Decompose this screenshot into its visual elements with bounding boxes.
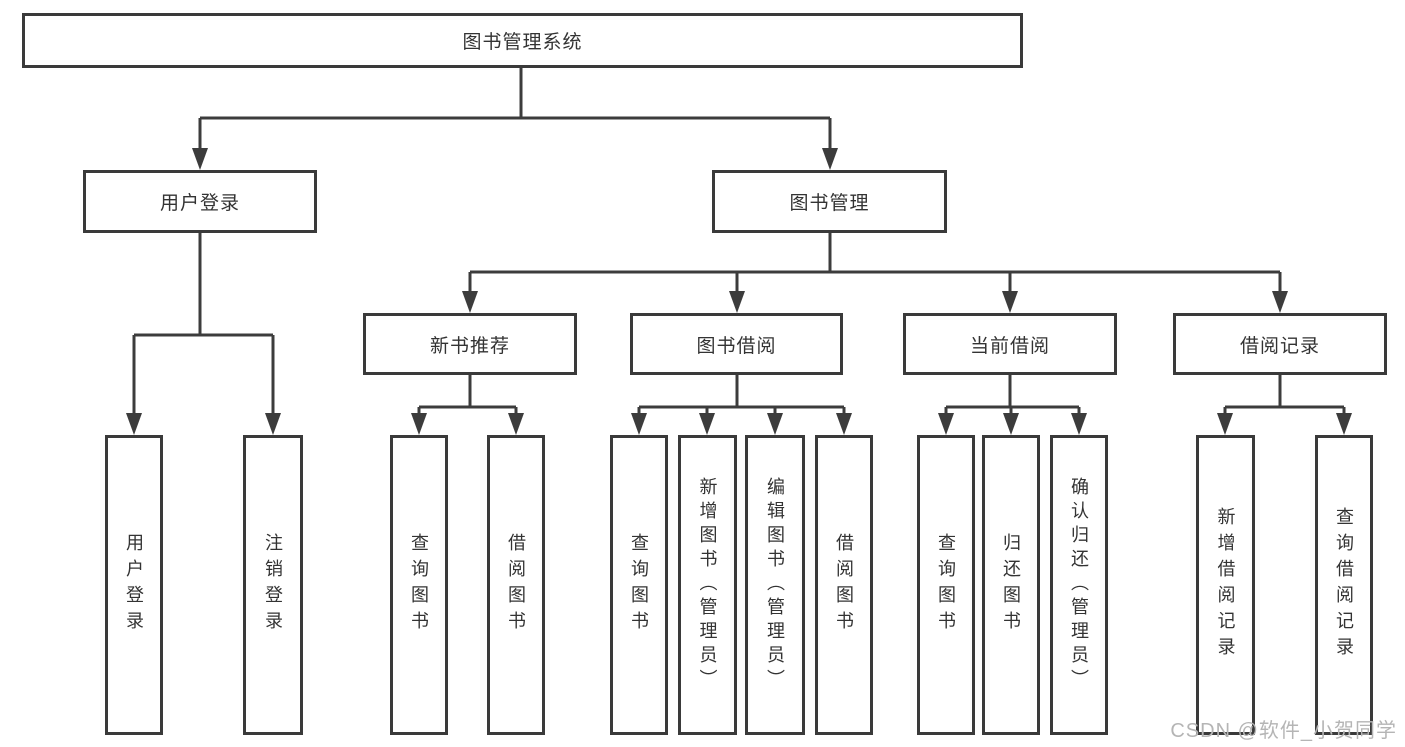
leaf-nbr-borrow-books: 借阅图书: [487, 435, 545, 735]
node-borrow-records: 借阅记录: [1173, 313, 1387, 375]
arrowhead-new-book-recommend: [462, 291, 478, 313]
arrowhead-borrow-records: [1272, 291, 1288, 313]
node-root: 图书管理系统: [22, 13, 1023, 68]
arrowhead-leaf-logout: [265, 413, 281, 435]
connector-current-borrow-to-leaves: [944, 375, 1081, 415]
connector-root-to-level2: [198, 68, 832, 150]
connector-borrow-records-to-leaves: [1223, 375, 1346, 415]
arrowhead-leaf-bb-add: [699, 413, 715, 435]
connector-new-book-recommend-to-leaves: [417, 375, 518, 415]
leaf-br-add-record: 新增借阅记录: [1196, 435, 1255, 735]
arrowhead-leaf-nbr-query: [411, 413, 427, 435]
connector-book-borrow-to-leaves: [637, 375, 846, 415]
leaf-br-query-record: 查询借阅记录: [1315, 435, 1373, 735]
leaf-user-login: 用户登录: [105, 435, 163, 735]
arrowhead-leaf-cb-confirm: [1071, 413, 1087, 435]
node-book-borrow: 图书借阅: [630, 313, 843, 375]
arrowhead-leaf-bb-edit: [767, 413, 783, 435]
csdn-watermark: CSDN @软件_小贺同学: [1170, 720, 1397, 742]
node-book-management: 图书管理: [712, 170, 947, 233]
arrowhead-leaf-nbr-borrow: [508, 413, 524, 435]
arrowhead-user-login: [192, 148, 208, 170]
connector-book-management-to-level3: [468, 233, 1282, 293]
leaf-cb-query-books: 查询图书: [917, 435, 975, 735]
arrowhead-leaf-user-login: [126, 413, 142, 435]
node-current-borrow: 当前借阅: [903, 313, 1117, 375]
leaf-logout: 注销登录: [243, 435, 303, 735]
connector-user-login-to-leaves: [132, 233, 275, 415]
arrowhead-book-management: [822, 148, 838, 170]
leaf-bb-query-books: 查询图书: [610, 435, 668, 735]
leaf-nbr-query-books: 查询图书: [390, 435, 448, 735]
arrowhead-leaf-cb-query: [938, 413, 954, 435]
arrowhead-current-borrow: [1002, 291, 1018, 313]
leaf-bb-add-books: 新增图书（管理员）: [678, 435, 737, 735]
leaf-bb-edit-books: 编辑图书（管理员）: [745, 435, 805, 735]
node-new-book-recommend: 新书推荐: [363, 313, 577, 375]
node-user-login: 用户登录: [83, 170, 317, 233]
arrowhead-leaf-cb-return: [1003, 413, 1019, 435]
arrowhead-leaf-br-add: [1217, 413, 1233, 435]
arrowhead-book-borrow: [729, 291, 745, 313]
arrowhead-leaf-bb-query: [631, 413, 647, 435]
arrowhead-leaf-bb-borrow: [836, 413, 852, 435]
leaf-bb-borrow-books: 借阅图书: [815, 435, 873, 735]
leaf-cb-return-books: 归还图书: [982, 435, 1040, 735]
arrowhead-leaf-br-query: [1336, 413, 1352, 435]
leaf-cb-confirm-return: 确认归还（管理员）: [1050, 435, 1108, 735]
